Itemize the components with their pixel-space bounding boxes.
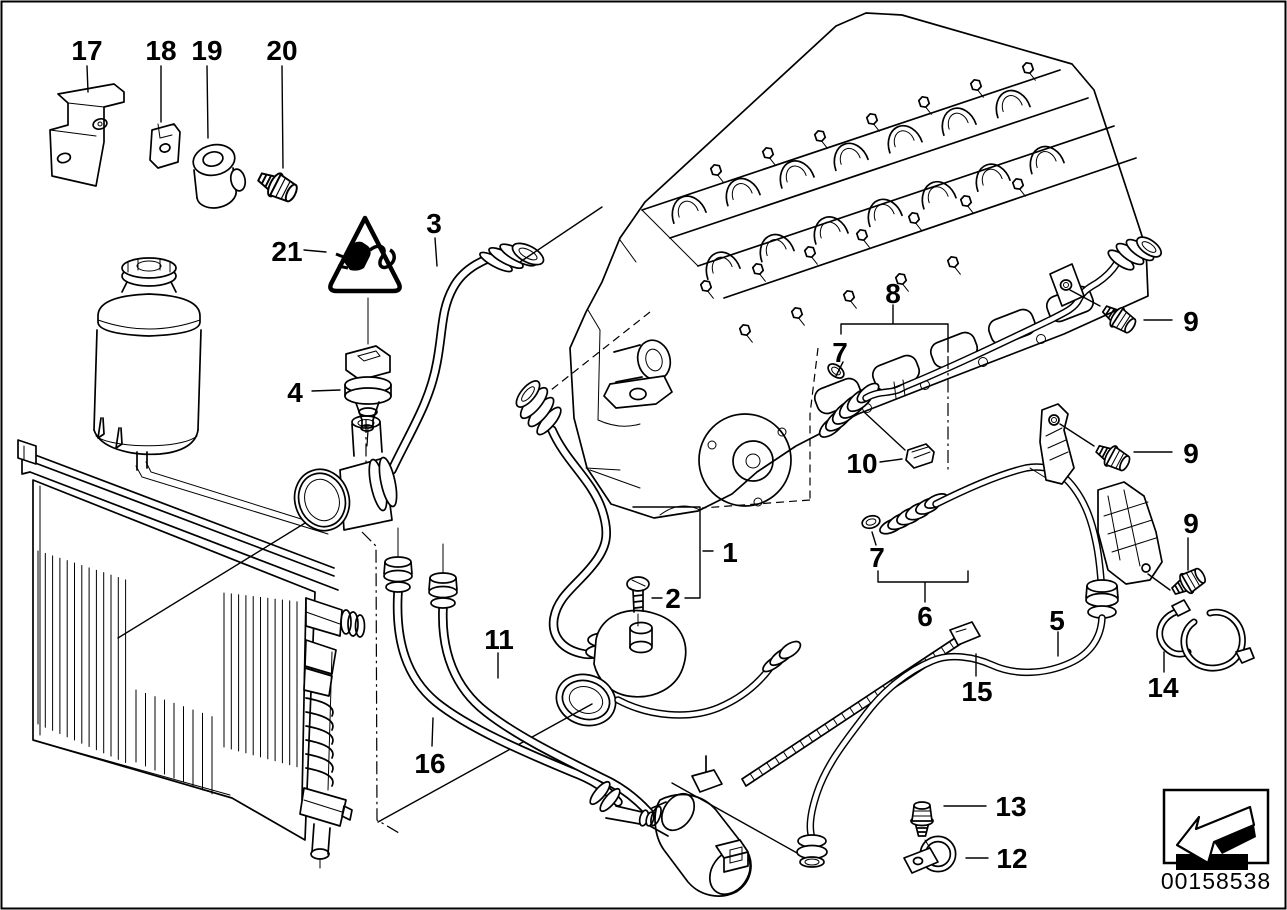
bracket-lower-drawing xyxy=(1097,481,1210,602)
screw-13[interactable] xyxy=(910,801,934,837)
holder-19-drawing[interactable] xyxy=(190,141,247,209)
clamp-12-drawing[interactable] xyxy=(903,835,957,874)
callout-12[interactable]: 12 xyxy=(996,843,1027,874)
callout-11[interactable]: 11 xyxy=(484,624,514,655)
expansion-tank-drawing[interactable] xyxy=(93,257,331,535)
radiator-port-leader-line xyxy=(117,503,337,639)
radiator-drawing[interactable] xyxy=(17,439,366,869)
warning-triangle-icon xyxy=(328,215,402,294)
hose-11-16-drawing[interactable] xyxy=(383,527,657,827)
tank-drain-pipe xyxy=(135,461,331,535)
callout-17[interactable]: 17 xyxy=(71,35,102,66)
callout-2[interactable]: 2 xyxy=(665,583,681,614)
callout-10[interactable]: 10 xyxy=(846,448,877,479)
callout-20[interactable]: 20 xyxy=(266,35,297,66)
callout-9c[interactable]: 9 xyxy=(1183,508,1199,539)
hose-5-fitting-stack xyxy=(1085,579,1119,619)
nav-arrow-box[interactable] xyxy=(1162,788,1270,870)
hose-end-fittings xyxy=(383,527,655,827)
callout-9b[interactable]: 9 xyxy=(1183,438,1199,469)
cable-tie-drawing[interactable] xyxy=(741,621,981,787)
hose-t-connector xyxy=(293,415,398,532)
temp-sensor-4-drawing[interactable] xyxy=(344,297,392,447)
hose-6-bellows xyxy=(879,493,948,535)
diagram-id: 00158538 xyxy=(1161,868,1271,894)
callout-4[interactable]: 4 xyxy=(287,377,303,408)
callout-6[interactable]: 6 xyxy=(917,601,933,632)
callout-5[interactable]: 5 xyxy=(1049,605,1065,636)
callout-1[interactable]: 1 xyxy=(722,537,738,568)
page-back-arrow-icon xyxy=(1175,805,1256,870)
callout-8[interactable]: 8 xyxy=(885,278,901,309)
callout-21[interactable]: 21 xyxy=(271,236,302,267)
callout-15[interactable]: 15 xyxy=(961,676,992,707)
radiator-fins xyxy=(37,550,298,795)
engine-cylinder-head-drawing[interactable] xyxy=(545,12,1149,519)
callout-leader-lines xyxy=(86,65,1189,859)
screw-20[interactable] xyxy=(253,164,302,208)
screw-9b xyxy=(1091,438,1134,476)
radiator-side-tank xyxy=(299,597,366,869)
vent-screw-2[interactable] xyxy=(626,576,650,627)
callout-9a[interactable]: 9 xyxy=(1183,306,1199,337)
bracket-upper-drawing xyxy=(1029,403,1134,485)
callout-14[interactable]: 14 xyxy=(1147,672,1179,703)
hose-6-5-drawing[interactable] xyxy=(796,463,1119,868)
callout-7b[interactable]: 7 xyxy=(869,542,885,573)
clip-18-drawing[interactable] xyxy=(149,123,181,169)
auxiliary-water-pump-drawing[interactable] xyxy=(649,755,807,902)
callout-7a[interactable]: 7 xyxy=(832,337,848,368)
clamp-14-drawing[interactable] xyxy=(1156,599,1255,672)
hose-1-drawing[interactable] xyxy=(512,377,612,660)
bracket-17-drawing[interactable] xyxy=(49,83,125,187)
callout-13[interactable]: 13 xyxy=(995,791,1026,822)
construction-lines xyxy=(361,356,949,834)
hose-3-drawing[interactable] xyxy=(387,206,603,475)
callout-labels: 17 18 19 20 21 3 4 1 2 11 16 8 9 9 9 7 1… xyxy=(71,35,1198,874)
timing-cover-water-pump xyxy=(585,239,792,516)
thermostat-housing-drawing xyxy=(377,609,802,823)
callout-3[interactable]: 3 xyxy=(426,208,442,239)
callout-19[interactable]: 19 xyxy=(191,35,222,66)
callout-18[interactable]: 18 xyxy=(145,35,176,66)
engine-detail-dashed-frame xyxy=(545,311,819,509)
callout-16[interactable]: 16 xyxy=(414,748,445,779)
hose-8-drawing[interactable] xyxy=(816,233,1164,469)
